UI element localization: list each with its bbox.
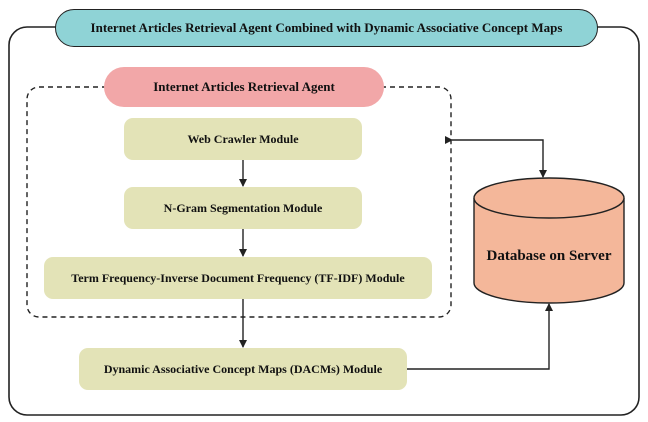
- web-crawler-module: Web Crawler Module: [124, 118, 362, 160]
- ngram-segmentation-module: N-Gram Segmentation Module: [124, 187, 362, 229]
- arrow-agent-database: [445, 136, 547, 178]
- diagram-title: Internet Articles Retrieval Agent Combin…: [55, 9, 598, 47]
- arrow-dacms-database: [401, 303, 553, 373]
- database-cylinder: [473, 177, 625, 304]
- tfidf-module: Term Frequency-Inverse Document Frequenc…: [44, 257, 432, 299]
- database-label: Database on Server: [486, 248, 612, 264]
- agent-label: Internet Articles Retrieval Agent: [104, 67, 384, 107]
- dacms-module: Dynamic Associative Concept Maps (DACMs)…: [79, 348, 407, 390]
